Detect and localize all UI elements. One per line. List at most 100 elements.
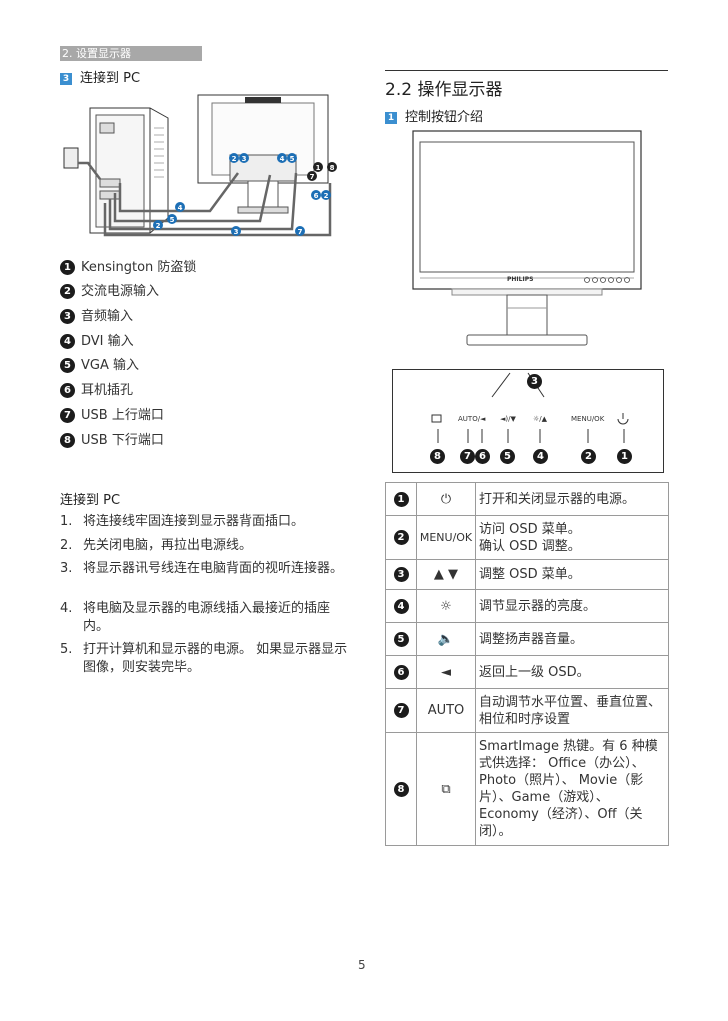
back-arrow-icon: ◄: [416, 655, 476, 689]
step-text: 将显示器讯号线连在电脑背面的视听连接器。: [83, 561, 344, 576]
legend-item: 7 USB 上行端口: [60, 408, 164, 424]
legend-text: 交流电源输入: [81, 284, 160, 299]
step-text: 将电脑及显示器的电源线插入最接近的插座内。: [83, 601, 331, 634]
legend-text: USB 上行端口: [81, 408, 164, 423]
svg-text:2: 2: [156, 222, 161, 230]
step-number: 5.: [60, 642, 73, 657]
step-text: 打开计算机和显示器的电源。 如果显示器显示图像，则安装完毕。: [83, 642, 348, 675]
wall-outlet-illustration: [63, 147, 79, 169]
panel-badge: 2: [581, 449, 596, 464]
svg-text:4: 4: [280, 155, 285, 163]
button-panel-lines: [431, 372, 629, 443]
step-number: 3.: [60, 561, 73, 576]
number-badge: 7: [393, 703, 409, 718]
legend-text: VGA 输入: [81, 358, 139, 373]
panel-badge: 8: [430, 449, 445, 464]
legend-text: USB 下行端口: [81, 433, 164, 448]
legend-item: 2 交流电源输入: [60, 284, 159, 300]
table-row: 1 ⏻ 打开和关闭显示器的电源。: [385, 482, 669, 516]
menu-ok-key: MENU/OK: [416, 515, 476, 560]
table-desc: 打开和关闭显示器的电源。: [475, 482, 669, 516]
table-desc: 访问 OSD 菜单。 确认 OSD 调整。: [475, 515, 669, 560]
connection-diagram: 1 8 7 6 2 2 3 4 5 4 5 2 3 7: [63, 94, 337, 237]
panel-badge: 6: [475, 449, 490, 464]
step-item: 1.将连接线牢固连接到显示器背面插口。: [60, 513, 350, 531]
number-badge: 6: [393, 664, 409, 680]
steps-title: 连接到 PC: [60, 493, 121, 508]
svg-text:7: 7: [298, 228, 303, 236]
table-desc: 调整扬声器音量。: [475, 622, 669, 656]
diagram-badges: 1 8 7 6 2 2 3 4 5 4 5 2 3 7: [153, 153, 337, 236]
section-title: 2.2 操作显示器: [385, 70, 668, 100]
step-item: 4. 将电脑及显示器的电源线插入最接近的插座内。: [60, 600, 350, 636]
number-badge: 6: [60, 383, 75, 398]
table-row: 7 AUTO 自动调节水平位置、垂直位置、相位和时序设置: [385, 688, 669, 733]
number-badge: 1: [60, 260, 75, 275]
monitor-brand-logo: PHILIPS: [507, 276, 534, 283]
table-row: 6 ◄ 返回上一级 OSD。: [385, 655, 669, 689]
connect-heading-text: 连接到 PC: [80, 71, 141, 86]
heading-number-badge: 3: [60, 72, 72, 85]
step-text: 将连接线牢固连接到显示器背面插口。: [83, 514, 305, 529]
table-desc: 自动调节水平位置、垂直位置、相位和时序设置: [475, 688, 669, 733]
step-text: 先关闭电脑，再拉出电源线。: [83, 538, 253, 553]
step-item: 5. 打开计算机和显示器的电源。 如果显示器显示图像，则安装完毕。: [60, 641, 350, 677]
panel-label-menu: MENU/OK: [571, 415, 605, 423]
svg-text:2: 2: [232, 155, 237, 163]
panel-badge: 5: [500, 449, 515, 464]
number-badge: 8: [393, 781, 409, 797]
number-badge: 2: [60, 284, 75, 299]
table-row: 2 MENU/OK 访问 OSD 菜单。 确认 OSD 调整。: [385, 515, 669, 560]
table-row: 8 ⧉ SmartImage 热键。有 6 种模式供选择： Office（办公）…: [385, 732, 669, 846]
controls-heading-text: 控制按钮介绍: [405, 110, 484, 125]
step-item: 2.先关闭电脑，再拉出电源线。: [60, 537, 350, 555]
step-number: 4.: [60, 601, 73, 616]
svg-text:5: 5: [290, 155, 295, 163]
controls-table: 1 ⏻ 打开和关闭显示器的电源。 2 MENU/OK 访问 OSD 菜单。 确认…: [385, 482, 669, 846]
number-badge: 1: [393, 491, 409, 507]
power-icon: [617, 418, 629, 425]
legend-item: 1 Kensington 防盗锁: [60, 260, 196, 276]
panel-top-badge: 3: [527, 374, 542, 389]
monitor-rear-illustration: [197, 94, 329, 214]
power-icon: ⏻: [416, 482, 476, 516]
svg-text:7: 7: [310, 173, 315, 181]
heading-number-badge: 1: [385, 111, 397, 124]
svg-text:1: 1: [316, 164, 321, 172]
section-tag: 2. 设置显示器: [60, 46, 202, 61]
smartimage-icon: ⧉: [416, 732, 476, 846]
table-desc: 返回上一级 OSD。: [475, 655, 669, 689]
svg-text:6: 6: [314, 192, 319, 200]
number-badge: 3: [393, 567, 409, 582]
table-row: 4 ☼ 调节显示器的亮度。: [385, 589, 669, 623]
svg-text:3: 3: [234, 228, 239, 236]
number-badge: 4: [393, 598, 409, 614]
legend-item: 5 VGA 输入: [60, 358, 139, 374]
cables: [78, 161, 332, 237]
svg-text:4: 4: [178, 204, 183, 212]
smartimage-icon: [431, 414, 442, 423]
svg-text:2: 2: [324, 192, 329, 200]
svg-text:5: 5: [170, 216, 175, 224]
number-badge: 5: [393, 631, 409, 647]
number-badge: 7: [60, 408, 75, 423]
number-badge: 5: [60, 358, 75, 373]
page-number: 5: [358, 958, 366, 972]
svg-text:3: 3: [242, 155, 247, 163]
monitor-front-illustration: [412, 130, 642, 346]
legend-text: Kensington 防盗锁: [81, 260, 197, 275]
panel-label-brightness: ☼/▲: [533, 415, 548, 423]
auto-key: AUTO: [416, 688, 476, 733]
speaker-icon: 🔈: [416, 622, 476, 656]
number-badge: 4: [60, 334, 75, 349]
panel-label-volume: ◄)/▼: [500, 415, 516, 423]
step-item: 3. 将显示器讯号线连在电脑背面的视听连接器。: [60, 560, 350, 578]
panel-label-auto: AUTO/◄: [458, 415, 486, 423]
brightness-icon: ☼: [416, 589, 476, 623]
svg-text:8: 8: [330, 164, 335, 172]
button-panel-diagram: [392, 369, 664, 473]
